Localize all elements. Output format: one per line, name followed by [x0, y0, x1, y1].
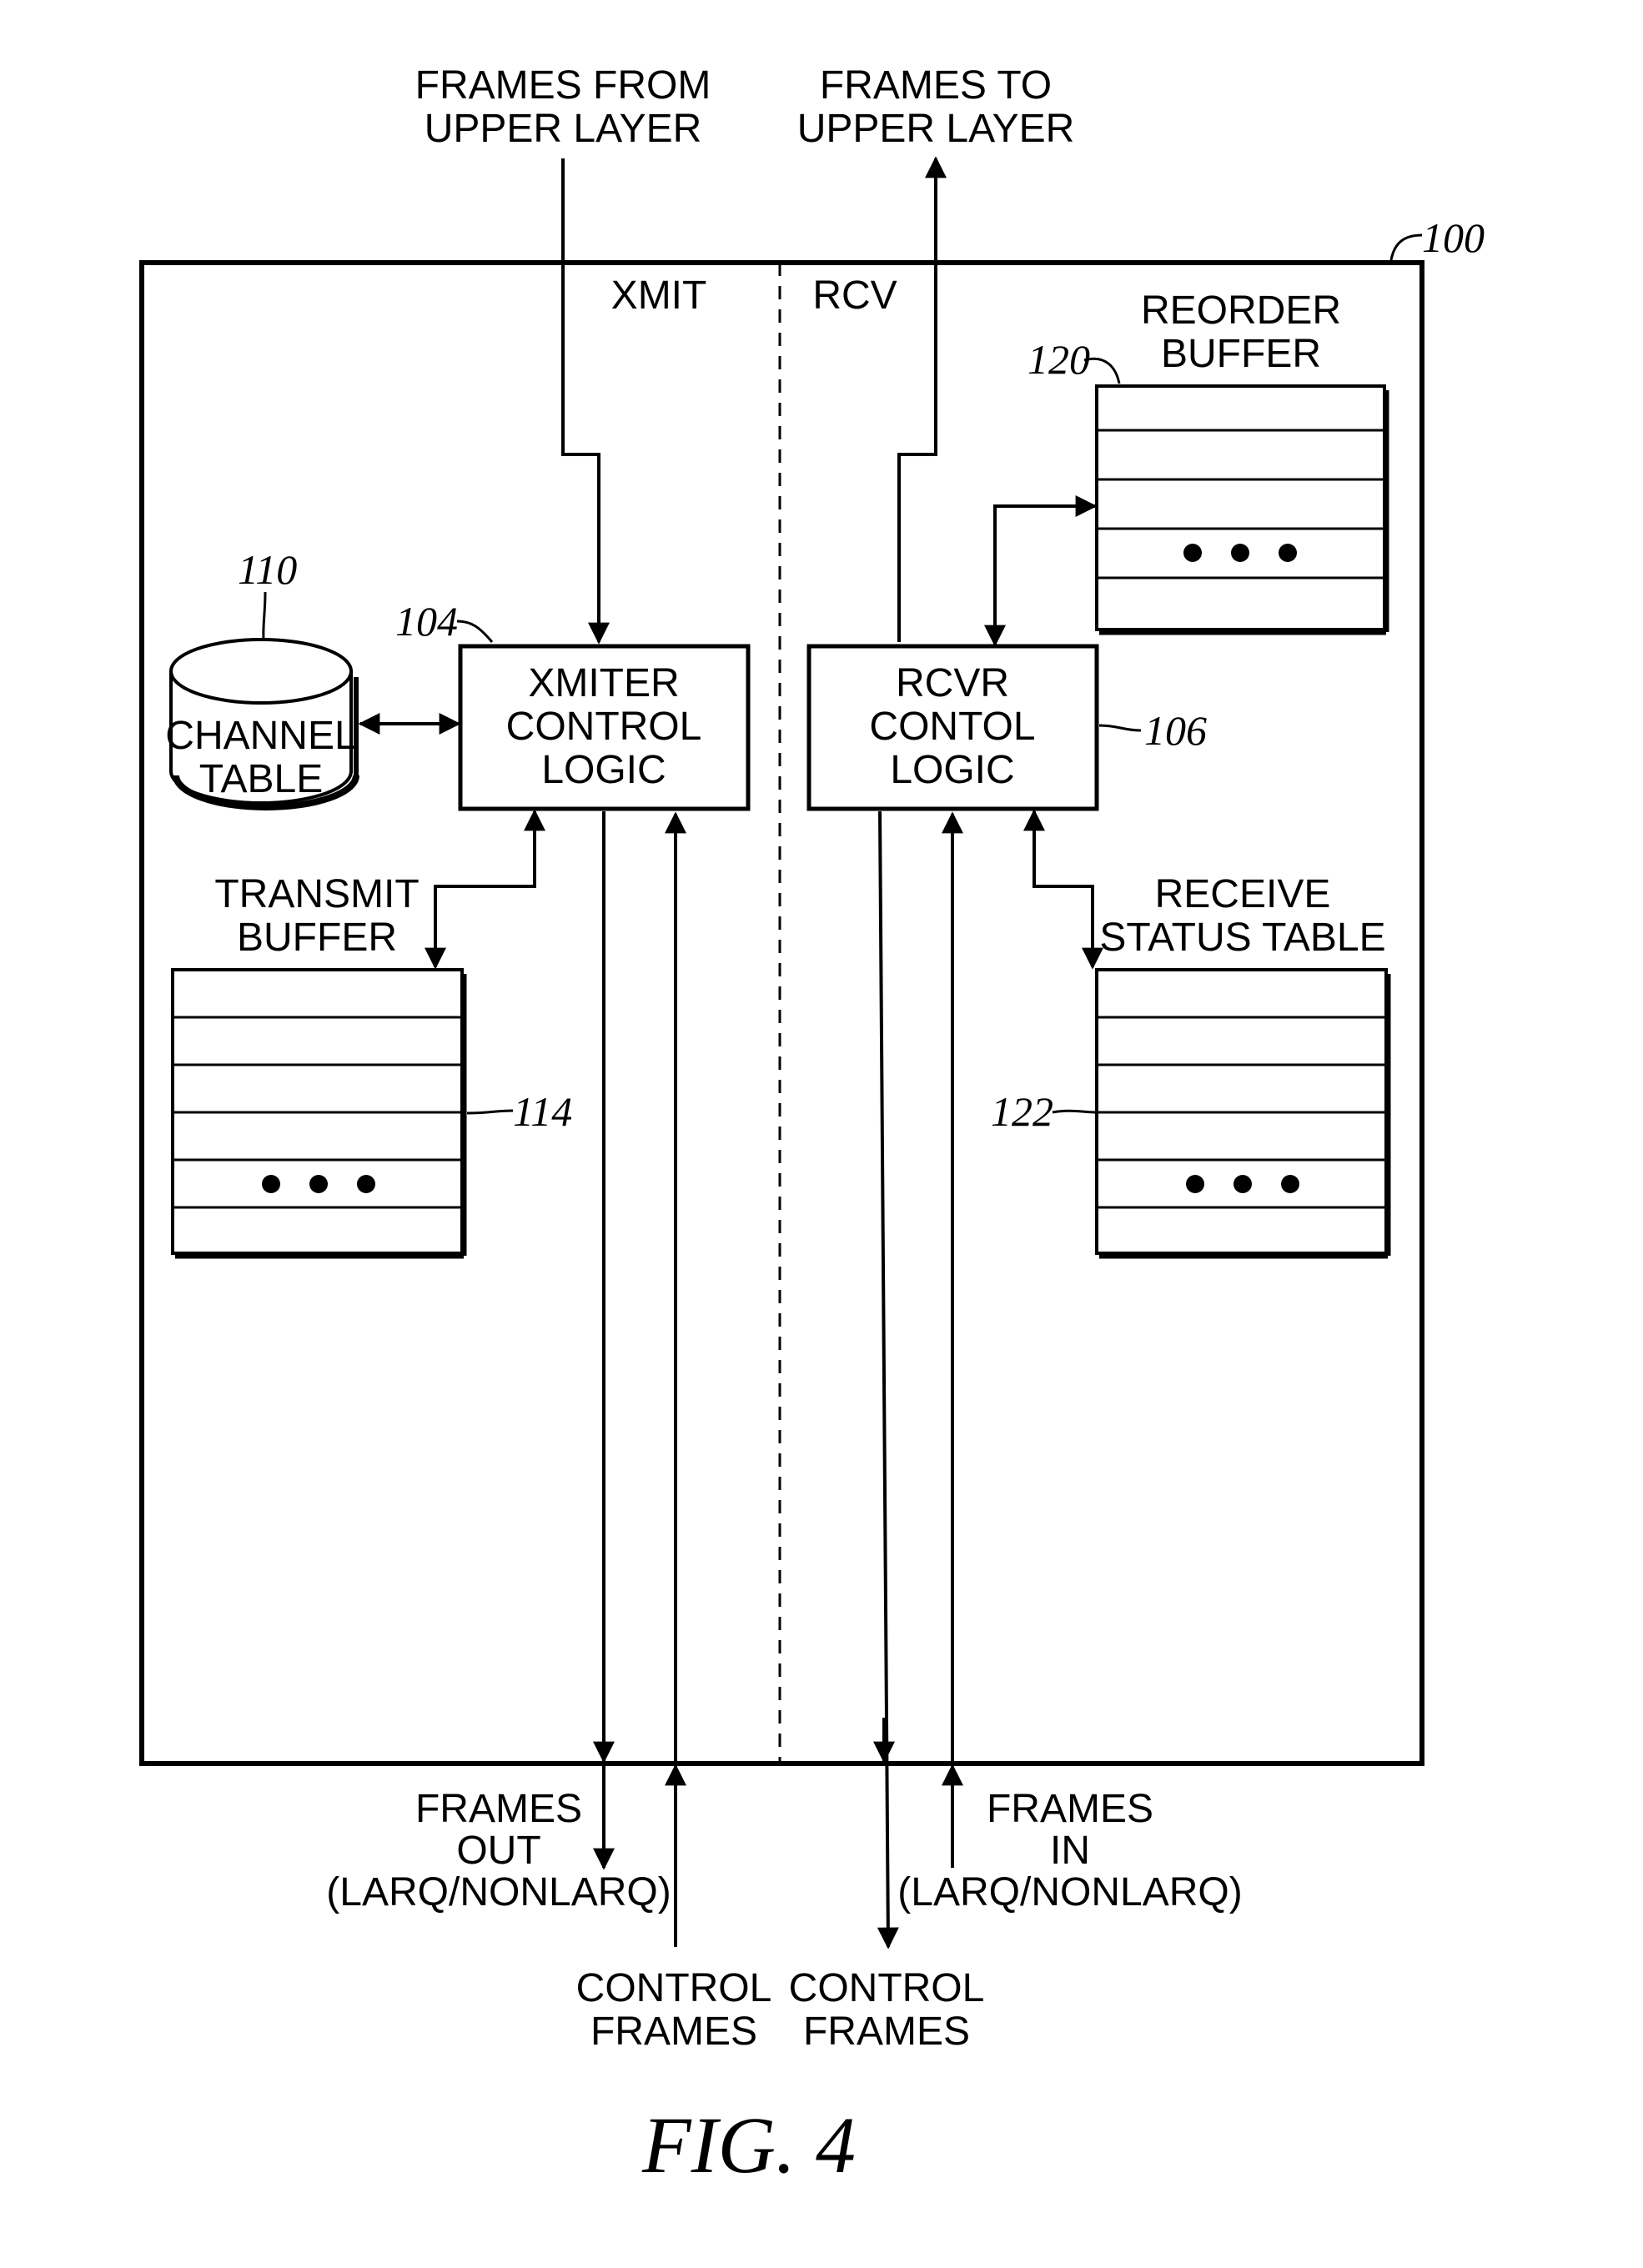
control-frames-xmit-line1: CONTROL — [576, 1966, 772, 2010]
channel-table-ref-leader — [264, 592, 265, 639]
module-ref-label: 100 — [1422, 214, 1485, 261]
transmit-buffer-ref-leader — [467, 1111, 513, 1113]
xmiter-line1: XMITER — [528, 661, 679, 705]
frames-in-line1: FRAMES — [987, 1787, 1153, 1831]
frames-to-upper-line2: UPPER LAYER — [797, 107, 1075, 151]
frames-out-line1: FRAMES — [415, 1787, 582, 1831]
transmit-buffer-ref: 114 — [513, 1088, 572, 1135]
channel-table-ref: 110 — [238, 546, 297, 593]
rcvr-ref: 106 — [1144, 707, 1207, 754]
xmiter-transmit-buffer-arrow — [435, 811, 535, 967]
frames-from-upper-arrow — [563, 158, 599, 642]
frames-in-line2: IN — [1050, 1829, 1090, 1873]
reorder-buffer-ref: 120 — [1028, 336, 1090, 383]
reorder-buffer-line1: REORDER — [1141, 289, 1341, 333]
channel-table-line2: TABLE — [199, 757, 324, 801]
control-frames-rcv-arrow — [880, 811, 888, 1947]
receive-status-ref: 122 — [991, 1088, 1053, 1135]
figure-caption: FIG. 4 — [641, 2100, 856, 2190]
rcvr-status-table-arrow — [1034, 811, 1093, 967]
frames-to-upper-line1: FRAMES TO — [820, 63, 1052, 108]
frames-in-line3: (LARQ/NONLARQ) — [897, 1870, 1242, 1914]
reorder-buffer-table — [1097, 386, 1386, 632]
control-frames-xmit-line2: FRAMES — [590, 2010, 757, 2054]
receive-status-table — [1097, 970, 1388, 1256]
transmit-buffer-table — [173, 970, 464, 1256]
transmit-buffer-line2: BUFFER — [237, 916, 397, 960]
control-frames-rcv-line2: FRAMES — [803, 2010, 970, 2054]
rcv-section-label: RCV — [812, 273, 897, 318]
xmiter-line3: LOGIC — [541, 748, 666, 792]
rcvr-line3: LOGIC — [890, 748, 1014, 792]
receive-status-line2: STATUS TABLE — [1099, 916, 1385, 960]
control-frames-rcv-line1: CONTROL — [789, 1966, 985, 2010]
rcvr-reorder-arrow — [995, 506, 1095, 645]
rcvr-ref-leader — [1099, 725, 1141, 730]
frames-from-upper-line2: UPPER LAYER — [425, 107, 702, 151]
frames-out-line3: (LARQ/NONLARQ) — [326, 1870, 671, 1914]
frames-out-line2: OUT — [456, 1829, 540, 1873]
receive-status-line1: RECEIVE — [1155, 872, 1331, 916]
reorder-buffer-line2: BUFFER — [1161, 332, 1321, 376]
xmit-section-label: XMIT — [611, 273, 707, 318]
channel-table-line1: CHANNEL — [165, 714, 356, 758]
rcvr-line1: RCVR — [896, 661, 1009, 705]
xmiter-ref: 104 — [395, 598, 458, 645]
frames-from-upper-line1: FRAMES FROM — [415, 63, 711, 108]
module-ref-leader — [1391, 235, 1422, 260]
xmiter-ref-leader — [457, 621, 492, 642]
xmiter-line2: CONTROL — [506, 705, 702, 749]
frames-to-upper-arrow — [899, 158, 936, 642]
rcvr-line2: CONTOL — [869, 705, 1035, 749]
transmit-buffer-line1: TRANSMIT — [214, 872, 419, 916]
receive-status-ref-leader — [1053, 1111, 1095, 1112]
